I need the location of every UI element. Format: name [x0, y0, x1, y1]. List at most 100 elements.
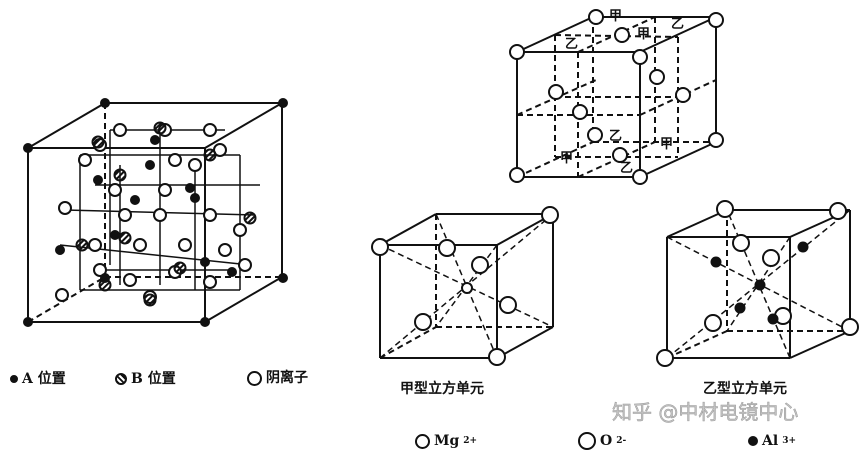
a-site-atom [130, 195, 140, 205]
spinel-unit-cell [23, 98, 288, 327]
b-site-atom [243, 211, 257, 225]
anion-atom [58, 201, 72, 215]
octant-label-yi: 乙 [620, 161, 633, 176]
al-atom [734, 302, 746, 314]
b-site-atom [75, 238, 89, 252]
a-site-atom [200, 317, 210, 327]
o-atom [732, 234, 750, 252]
octant-cube-edge [639, 16, 717, 53]
legend-o-charge: 2- [616, 435, 627, 446]
octant-label-yi: 乙 [565, 37, 578, 52]
anion-atom [133, 238, 147, 252]
o-atom [414, 313, 432, 331]
o-atom [587, 127, 603, 143]
a-site-atom [227, 267, 237, 277]
a-site-atom [190, 193, 200, 203]
a-site-atom [55, 245, 65, 255]
yi-cube-hidden-edge [666, 330, 728, 359]
a-site-atom [110, 230, 120, 240]
jia-type-cube [371, 206, 559, 366]
b-site-atom [143, 293, 157, 307]
yi-cube-edge [666, 209, 728, 238]
anion-atom [203, 208, 217, 222]
o-atom [632, 49, 648, 65]
anion-atom [88, 238, 102, 252]
octant-label-jia: 甲 [660, 137, 673, 152]
jia-cube-hidden-edge [379, 326, 437, 359]
anion-atom [203, 275, 217, 289]
anion-atom [78, 153, 92, 167]
b-site-atom [113, 168, 127, 182]
legend-o-label: O [600, 433, 613, 449]
al-atom [797, 241, 809, 253]
legend-mg-label: Mg [434, 433, 460, 449]
o-atom [588, 9, 604, 25]
hatched-dot-icon [115, 373, 127, 385]
al-atom [710, 256, 722, 268]
octant-label-jia: 甲 [637, 27, 650, 42]
octant-label-yi: 乙 [609, 129, 622, 144]
octant-label-yi: 乙 [671, 17, 684, 32]
b-site-atom [98, 278, 112, 292]
b-site-atom [91, 135, 105, 149]
anion-atom [55, 288, 69, 302]
anion-atom [93, 263, 107, 277]
o-atom [438, 239, 456, 257]
o-atom [572, 104, 588, 120]
a-site-atom [145, 160, 155, 170]
o-atom [708, 12, 724, 28]
o-atom [656, 349, 674, 367]
anion-atom [153, 208, 167, 222]
octant-label-jia: 甲 [560, 151, 573, 166]
filled-dot-icon [748, 436, 758, 446]
anion-atom [113, 123, 127, 137]
jia-cube-edge [496, 326, 554, 359]
octant-label-jia: 甲 [609, 9, 622, 24]
octant-cube-hidden-edge [516, 141, 594, 178]
b-site-atom [173, 261, 187, 275]
legend-mg-charge: 2+ [463, 435, 478, 446]
body-diagonal [435, 213, 498, 359]
anion-atom [218, 243, 232, 257]
b-site-atom [153, 121, 167, 135]
open-circle-icon [578, 432, 596, 450]
o-atom [704, 314, 722, 332]
anion-atom [123, 273, 137, 287]
a-site-atom [23, 143, 33, 153]
o-atom [675, 87, 691, 103]
o-atom [509, 44, 525, 60]
a-site-atom [278, 98, 288, 108]
a-site-atom [23, 317, 33, 327]
legend-a-site-label: A 位置 [22, 371, 66, 387]
legend-b-site: B 位置 [115, 370, 176, 388]
anion-atom [158, 183, 172, 197]
open-circle-icon [247, 370, 262, 386]
b-site-atom [203, 148, 217, 162]
anion-atom [178, 238, 192, 252]
al-atom [754, 279, 766, 291]
octant-cube-edge [516, 16, 594, 53]
a-site-atom [185, 183, 195, 193]
o-atom [632, 169, 648, 185]
legend-al-label: Al [762, 433, 779, 449]
caption-jia-cube: 甲型立方单元 [400, 381, 484, 397]
b-site-atom [118, 231, 132, 245]
o-atom [762, 249, 780, 267]
legend-al-charge: 3+ [782, 435, 796, 446]
yi-cube-edge [789, 330, 851, 359]
jia-cube-edge [379, 213, 437, 246]
o-atom [612, 147, 628, 163]
legend-anion-label: 阴离子 [266, 370, 308, 386]
anion-atom [168, 153, 182, 167]
anion-atom [108, 183, 122, 197]
o-atom [841, 318, 859, 336]
a-site-atom [150, 135, 160, 145]
o-atom [499, 296, 517, 314]
o-atom [716, 200, 734, 218]
spinel-cell-edge [204, 276, 283, 323]
